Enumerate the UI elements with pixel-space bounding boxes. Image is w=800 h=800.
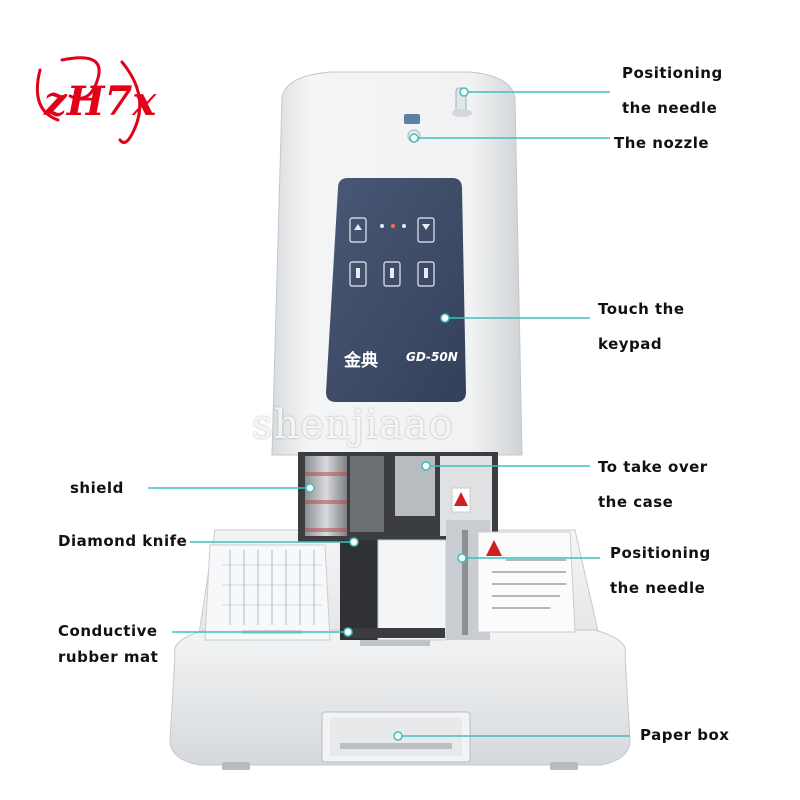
label-take-over-case: To take over the case	[598, 458, 708, 511]
label-positioning-needle-bottom: Positioning the needle	[610, 544, 711, 597]
callout-lines	[148, 87, 630, 741]
label-line: The nozzle	[614, 134, 710, 152]
label-line: the needle	[622, 99, 718, 117]
watermark: shenjiaao	[252, 402, 454, 448]
label-line: Touch the	[598, 300, 685, 318]
label-conductive-rubber-mat: Conductive rubber mat	[58, 622, 158, 666]
panel-brand-text: 金典	[344, 351, 378, 371]
label-line: rubber mat	[58, 648, 159, 666]
ruler-plate	[204, 544, 331, 641]
label-diamond-knife: Diamond knife	[58, 532, 187, 550]
brand-logo: zH7x	[44, 78, 157, 125]
logo-swirls	[35, 56, 142, 144]
label-line: the case	[598, 493, 674, 511]
label-line: Diamond knife	[58, 532, 188, 550]
label-line: Positioning	[610, 544, 711, 562]
label-touch-keypad: Touch the keypad	[598, 300, 685, 353]
label-line: Positioning	[622, 64, 723, 82]
label-line: the needle	[610, 579, 706, 597]
mechanism	[298, 452, 498, 641]
panel-model-text: GD-50N	[406, 350, 458, 364]
label-line: Paper box	[640, 726, 730, 744]
label-positioning-needle-top: Positioning the needle	[622, 64, 723, 117]
label-shield: shield	[70, 479, 124, 497]
label-line: keypad	[598, 335, 663, 353]
label-line: To take over	[598, 458, 708, 476]
label-line: shield	[70, 479, 124, 497]
control-panel	[326, 178, 466, 402]
conductive-rubber-mat	[345, 628, 445, 646]
label-paper-box: Paper box	[640, 726, 729, 744]
label-line: Conductive	[58, 622, 158, 640]
warning-sticker	[477, 531, 576, 633]
label-nozzle: The nozzle	[614, 134, 709, 152]
